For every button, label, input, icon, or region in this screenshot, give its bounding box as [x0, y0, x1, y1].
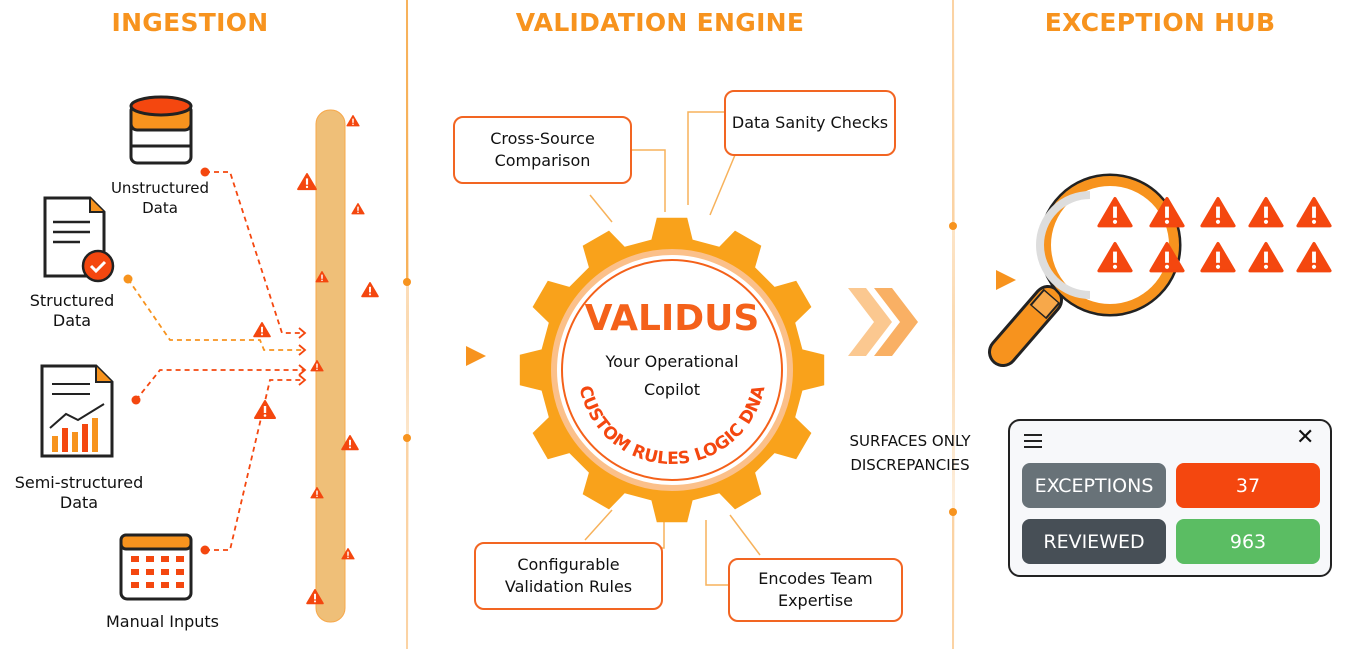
feature-sanity-checks: Data Sanity Checks [724, 90, 896, 156]
reviewed-label: REVIEWED [1022, 519, 1166, 564]
menu-icon[interactable] [1024, 434, 1042, 448]
feature-cross-source: Cross-Source Comparison [453, 116, 632, 184]
feature-configurable-rules: Configurable Validation Rules [474, 542, 663, 610]
exceptions-label: EXCEPTIONS [1022, 463, 1166, 508]
source-connectors [127, 171, 305, 551]
surfaces-text: SURFACES ONLY DISCREPANCIES [849, 432, 971, 474]
chevron-right-icon [848, 288, 918, 356]
document-check-icon [43, 196, 115, 283]
engine-subtitle: Your Operational Copilot [605, 352, 739, 399]
calendar-grid-icon [119, 533, 193, 601]
source-label-structured: Structured Data [29, 291, 115, 330]
magnifier-icon [988, 173, 1182, 367]
section-title-exception-hub: EXCEPTION HUB [1044, 8, 1276, 37]
section-title-ingestion: INGESTION [111, 8, 269, 37]
exception-panel: ✕ EXCEPTIONS 37 REVIEWED 963 [1008, 419, 1332, 577]
engine-title: VALIDUS [584, 298, 760, 339]
exceptions-count: 37 [1176, 463, 1320, 508]
document-chart-icon [40, 364, 114, 458]
reviewed-count: 963 [1176, 519, 1320, 564]
source-label-unstructured: Unstructured Data [110, 179, 210, 217]
feature-team-expertise: Encodes Team Expertise [728, 558, 903, 622]
source-label-semi-structured: Semi-structured Data [14, 473, 144, 512]
source-label-manual: Manual Inputs [106, 612, 219, 631]
section-title-validation: VALIDATION ENGINE [515, 8, 805, 37]
divider-right [952, 0, 955, 649]
database-icon [129, 95, 193, 165]
close-icon[interactable]: ✕ [1296, 425, 1315, 450]
divider-left [406, 0, 409, 649]
